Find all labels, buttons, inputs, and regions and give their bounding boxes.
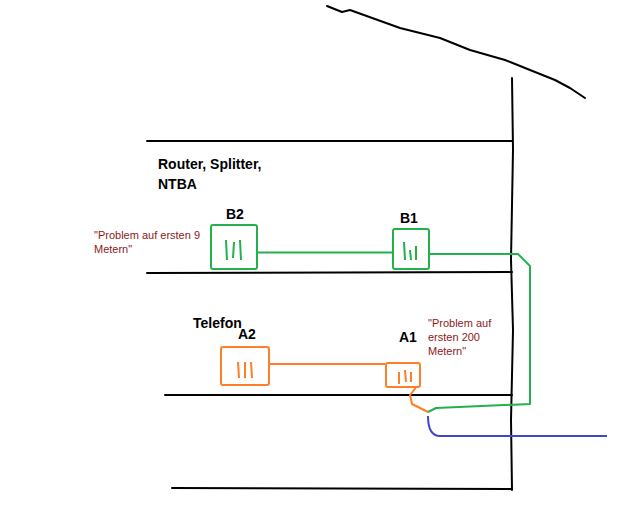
socket-symbol [387,364,419,386]
external-line [428,416,607,436]
cable-segment [428,254,530,412]
socket-label: A1 [399,329,417,345]
socket-box: A2 [220,346,270,386]
socket-symbol [222,348,268,384]
ceiling-line [147,140,512,142]
cable-segment [258,252,392,254]
problem-note: "Problem auf ersten 9 Metern" [94,228,206,256]
roof-line [327,6,585,98]
cable-segment [270,363,385,365]
socket-mark [404,242,416,260]
socket-symbol [394,230,428,268]
room-label: Router, Splitter, NTBA [158,154,288,194]
room-label: Telefon [193,313,273,333]
socket-mark [226,240,241,260]
cable-line [410,254,530,412]
socket-label: B2 [226,206,244,222]
socket-label: B1 [400,210,418,226]
cable-segment [410,388,428,412]
socket-box: B2 [210,224,258,270]
floor-line [147,272,512,273]
socket-mark [238,362,252,378]
socket-symbol [212,226,256,268]
outer-wall [511,78,513,490]
cable-line [258,252,392,253]
socket-mark [399,370,411,384]
socket-box: B1 [392,228,430,270]
problem-note: "Problem auf ersten 200 Metern" [428,316,510,358]
socket-box: A1 [385,362,421,388]
floor-line [172,488,512,489]
cable-line [270,364,385,365]
floor-line [165,394,512,396]
